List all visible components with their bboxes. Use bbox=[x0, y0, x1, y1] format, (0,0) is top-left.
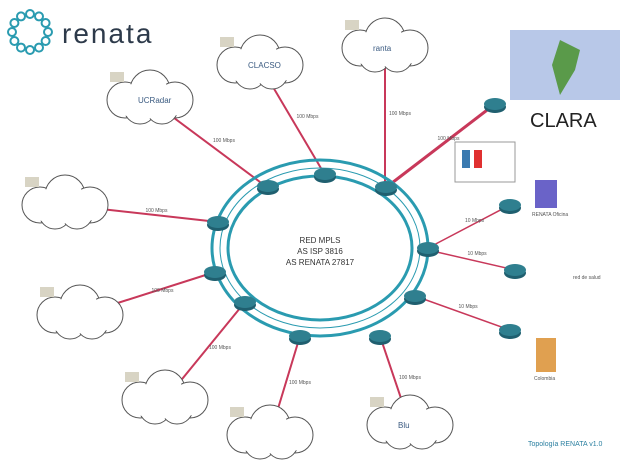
router-icon bbox=[257, 180, 279, 192]
building-icon bbox=[370, 397, 384, 407]
building-icon bbox=[40, 287, 54, 297]
link-speed-label: 100 Mbps bbox=[209, 345, 231, 351]
cloud-blu bbox=[366, 394, 454, 450]
link-line bbox=[427, 249, 516, 271]
logo-swirl-icon bbox=[7, 27, 17, 37]
building-icon bbox=[345, 20, 359, 30]
node-label: RENATA Oficina bbox=[532, 212, 569, 218]
logo-swirl-icon bbox=[16, 11, 26, 22]
core-line: AS RENATA 27817 bbox=[285, 258, 355, 267]
south-america-map-icon bbox=[552, 40, 580, 95]
renata-logo: renata bbox=[62, 18, 154, 49]
cloud-bottom bbox=[226, 404, 314, 460]
router-icon bbox=[289, 330, 311, 342]
footer-title: Topología RENATA v1.0 bbox=[528, 441, 603, 448]
cloud-label: Blu bbox=[398, 421, 410, 430]
link-line bbox=[387, 102, 496, 188]
building-icon bbox=[110, 72, 124, 82]
core-label: RED MPLS AS ISP 3816 AS RENATA 27817 bbox=[270, 235, 370, 268]
logo-swirl-icon bbox=[25, 9, 35, 19]
link-speed-label: 100 Mbps bbox=[437, 136, 460, 142]
link-speed-label: 100 Mbps bbox=[296, 114, 319, 120]
building-icon bbox=[230, 407, 244, 417]
router-icon bbox=[417, 242, 439, 254]
router-icon bbox=[204, 266, 226, 278]
server-icon bbox=[462, 150, 470, 168]
clara-logo: CLARA bbox=[530, 110, 597, 132]
logo-swirl-icon bbox=[9, 36, 20, 46]
cloud-bottom-left bbox=[121, 369, 209, 425]
link-speed-label: 100 Mbps bbox=[399, 374, 421, 381]
logo-swirl-icon bbox=[43, 27, 53, 37]
router-icon bbox=[504, 264, 526, 276]
cloud-ucradar bbox=[106, 69, 194, 125]
office-building-icon bbox=[535, 180, 557, 208]
cloud-waves bbox=[36, 284, 124, 340]
logo-swirl-icon bbox=[25, 45, 35, 55]
cloud-ranta bbox=[341, 17, 429, 73]
core-line: AS ISP 3816 bbox=[297, 247, 343, 256]
link-speed-label: 10 Mbps bbox=[458, 304, 478, 310]
link-line bbox=[427, 204, 511, 249]
logo-swirl-icon bbox=[34, 42, 44, 53]
cloud-label: CLACSO bbox=[248, 61, 281, 70]
router-icon bbox=[234, 296, 256, 308]
node-label: Colombia bbox=[534, 376, 556, 382]
router-icon bbox=[375, 181, 397, 193]
logo-swirl-icon bbox=[9, 18, 20, 28]
logo-swirl-icon bbox=[40, 18, 51, 28]
node-label: red de salud bbox=[573, 275, 601, 281]
core-line: RED MPLS bbox=[299, 236, 341, 245]
cloud-label: ranta bbox=[373, 44, 392, 53]
router-icon bbox=[369, 330, 391, 342]
router-icon bbox=[404, 290, 426, 302]
cloud-label: UCRadar bbox=[138, 96, 172, 105]
building-icon bbox=[220, 37, 234, 47]
link-speed-label: 100 Mbps bbox=[145, 207, 168, 214]
link-speed-label: 100 Mbps bbox=[213, 138, 235, 144]
link-speed-label: 10 Mbps bbox=[467, 251, 487, 257]
link-speed-label: 10 Mbps bbox=[465, 217, 485, 224]
cloud-clacso bbox=[216, 34, 304, 90]
link-speed-label: 100 Mbps bbox=[151, 287, 174, 294]
link-line bbox=[414, 295, 511, 331]
router-icon bbox=[314, 168, 336, 180]
router-icon bbox=[499, 199, 521, 211]
link-speed-label: 100 Mbps bbox=[389, 111, 411, 117]
router-icon bbox=[207, 216, 229, 228]
logo-swirl-icon bbox=[34, 11, 44, 22]
link-speed-label: 100 Mbps bbox=[289, 379, 311, 386]
firewall-icon bbox=[474, 150, 482, 168]
building-icon bbox=[536, 338, 556, 372]
logo-swirl-icon bbox=[40, 36, 51, 46]
router-icon bbox=[484, 98, 506, 110]
building-icon bbox=[25, 177, 39, 187]
logo-swirl-icon bbox=[16, 42, 26, 53]
router-icon bbox=[499, 324, 521, 336]
building-icon bbox=[125, 372, 139, 382]
cloud-left-logo bbox=[21, 174, 109, 230]
